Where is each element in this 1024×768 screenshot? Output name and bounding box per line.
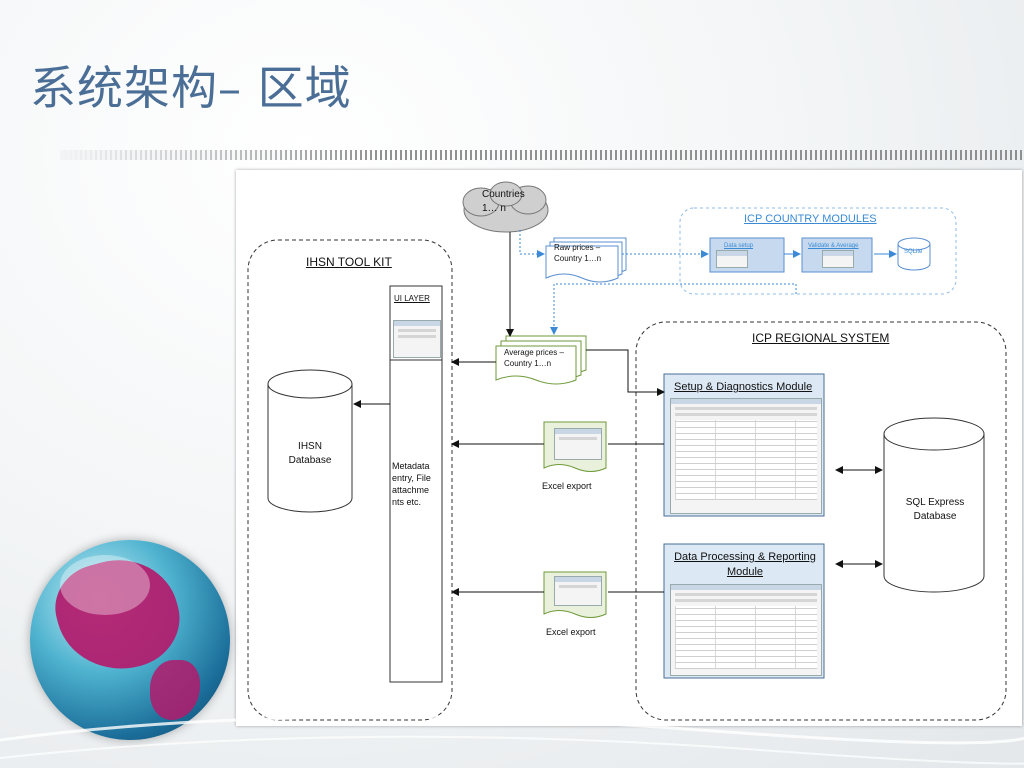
decorative-stripe <box>60 150 1024 160</box>
sqlite-cylinder <box>897 237 931 271</box>
raw-prices-label: Raw prices – Country 1…n <box>554 243 602 263</box>
processing-module-screenshot <box>670 584 822 676</box>
icp-regional-title: ICP REGIONAL SYSTEM <box>752 331 890 345</box>
validate-average-label: Validate & Average <box>808 243 859 249</box>
countries-cloud-label: Countries 1… n <box>482 188 525 215</box>
sqlite-label: SQLite <box>904 249 923 255</box>
ui-layer-label: UI LAYER <box>394 294 430 303</box>
stripe-fade <box>60 150 380 160</box>
sql-express-cylinder <box>883 417 985 593</box>
screenshot-bar <box>555 429 601 434</box>
decorative-swoosh <box>0 715 1024 765</box>
screenshot-bar <box>823 251 853 256</box>
screenshot-row <box>675 407 817 410</box>
excel-export-label-2: Excel export <box>546 627 596 637</box>
icp-country-container <box>679 207 957 295</box>
countries-cloud <box>462 181 549 233</box>
average-prices-docs <box>495 335 587 385</box>
excel-export-screenshot-1 <box>554 428 602 460</box>
ihsn-container <box>247 239 453 721</box>
screenshot-bar <box>555 577 601 582</box>
countries-cloud-text: Countries 1… n <box>482 189 525 214</box>
slide-title: 系统架构– 区域 <box>30 61 352 115</box>
screenshot-row <box>559 437 597 440</box>
screenshot-grid <box>675 420 817 500</box>
data-setup-label: Data setup <box>724 243 754 249</box>
screenshot-row <box>559 585 597 588</box>
validate-screenshot <box>822 250 854 268</box>
screenshot-bar <box>671 399 821 404</box>
icp-country-modules-title: ICP COUNTRY MODULES <box>744 213 877 225</box>
ihsn-database-cylinder <box>267 369 353 513</box>
screenshot-bar <box>394 321 440 326</box>
screenshot-bar <box>717 251 747 256</box>
screenshot-row <box>398 335 436 338</box>
globe-shine <box>60 555 150 615</box>
ihsn-toolkit-title: IHSN TOOL KIT <box>306 255 392 269</box>
screenshot-grid <box>675 606 817 669</box>
excel-export-screenshot-2 <box>554 576 602 606</box>
screenshot-row <box>675 413 817 416</box>
screenshot-row <box>675 599 817 602</box>
setup-module-screenshot <box>670 398 822 514</box>
average-prices-label: Average prices – Country 1…n <box>504 348 564 368</box>
screenshot-bar <box>671 585 821 590</box>
metadata-label: Metadata entry, File attachme nts etc. <box>392 461 431 508</box>
sql-express-label: SQL Express Database <box>905 497 965 522</box>
excel-export-label-1: Excel export <box>542 481 592 491</box>
globe-image <box>30 540 230 740</box>
ui-layer-screenshot <box>393 320 441 358</box>
icp-regional-container <box>635 321 1007 721</box>
setup-module-label: Setup & Diagnostics Module <box>674 381 813 393</box>
ihsn-database-label: IHSN Database <box>288 441 332 466</box>
screenshot-row <box>675 593 817 596</box>
screenshot-row <box>398 329 436 332</box>
architecture-diagram: Countries 1… n Raw prices – Country 1…n … <box>236 170 1022 726</box>
processing-module-label: Data Processing & Reporting Module <box>674 551 816 578</box>
raw-prices-docs <box>545 237 627 283</box>
data-setup-screenshot <box>716 250 748 268</box>
